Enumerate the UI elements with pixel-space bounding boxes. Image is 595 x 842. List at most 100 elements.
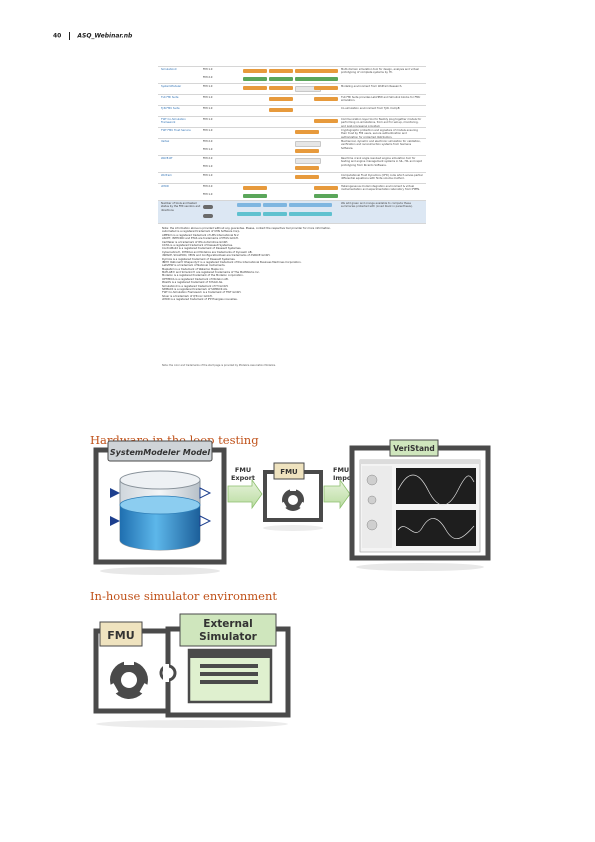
systemmodeler-title: SystemModeler Model bbox=[110, 448, 210, 457]
trademark-notes: Note: the information above is provided … bbox=[158, 224, 426, 305]
tool-name-link[interactable]: WAVE-RT bbox=[161, 157, 173, 160]
support-badge bbox=[295, 69, 319, 73]
fmi-version: FMI 2.0 bbox=[203, 76, 213, 79]
trademark-note: LabVIEW is a trademark of National Instr… bbox=[162, 264, 226, 268]
fmi-version: FMI 2.0 bbox=[203, 140, 213, 143]
support-badge bbox=[269, 108, 293, 112]
tool-name-link[interactable]: TyN FMU Suite bbox=[161, 107, 180, 110]
tool-name-link[interactable]: Wolfram bbox=[161, 174, 172, 177]
tool-name-link[interactable]: TWT Co-Simulation Framework bbox=[161, 118, 186, 125]
support-badge bbox=[314, 69, 338, 73]
trademark-note: MapleSim is a trademark of Waterloo Mapl… bbox=[162, 267, 225, 271]
document-title: ASQ_Webinar.nb bbox=[77, 32, 133, 40]
trademark-note: Dymola is a registered trademark of Dass… bbox=[162, 257, 236, 261]
trademark-note: AMESim is a registered trademark of LMS … bbox=[162, 233, 240, 237]
trademark-note: ASCET, INTECRIO and ETAS are trademarks … bbox=[162, 237, 239, 241]
support-badge bbox=[314, 77, 338, 81]
trademark-note: SIMPACK is a registered trademark of SIM… bbox=[162, 288, 228, 292]
support-badge bbox=[295, 77, 319, 81]
count-badge bbox=[263, 212, 287, 216]
support-badge bbox=[295, 158, 321, 164]
external-label-line1: External bbox=[203, 618, 252, 630]
fmi-version: FMI 1.0 bbox=[203, 107, 213, 110]
tool-name-link[interactable]: SimulationX bbox=[161, 68, 177, 71]
support-badge bbox=[295, 166, 319, 170]
tool-description: Modeling environment from Wolfram Resear… bbox=[341, 85, 403, 88]
count-badge bbox=[237, 212, 261, 216]
count-badge bbox=[289, 212, 313, 216]
support-badge bbox=[295, 175, 319, 179]
trademark-note: IBM® Rational® Rhapsody® is a registered… bbox=[162, 260, 302, 264]
section-title-inhouse: In-house simulator environment bbox=[90, 589, 278, 603]
fmu-block: FMU bbox=[263, 462, 323, 522]
tool-name-link[interactable]: SystemModeler bbox=[161, 85, 182, 88]
external-simulator-box: External Simulator bbox=[159, 613, 291, 718]
fmi-version: FMI 1.0 bbox=[203, 129, 213, 132]
trademark-note: OPTIMICA is a registered trademark of Mo… bbox=[162, 277, 229, 281]
support-badge bbox=[314, 97, 338, 101]
fmi-version: FMI 2.0 bbox=[203, 185, 213, 188]
trademark-note: CarMaker is a trademark of IPG Automotiv… bbox=[162, 240, 229, 244]
count-badge bbox=[308, 212, 332, 216]
tool-name-link[interactable]: Vertex bbox=[161, 140, 170, 143]
tool-name-link[interactable]: TWT FMU Trust Service bbox=[161, 129, 191, 132]
trademark-note: CATIA is a registered trademark of Dassa… bbox=[162, 243, 233, 247]
fmi-version: FMI 1.0 bbox=[203, 96, 213, 99]
tool-name-link[interactable]: TLK FMI Suite bbox=[161, 96, 179, 99]
trademark-note: SimulationX is a registered trademark of… bbox=[162, 284, 229, 288]
support-badge bbox=[295, 149, 319, 153]
trademark-note: Note: the information above is provided … bbox=[162, 227, 331, 230]
table-row: SystemModeler FMI 1.0 Modeling environment… bbox=[158, 84, 426, 95]
support-badge bbox=[243, 86, 267, 90]
fmi-version: FMI 1.0 bbox=[203, 165, 213, 168]
tool-description: Multi-domain simulation tool for design,… bbox=[341, 68, 419, 75]
summary-label: Number of tools and tested status by the… bbox=[161, 202, 201, 212]
fmu-large-gear-icon bbox=[103, 653, 155, 699]
tool-name-link[interactable]: xMOD bbox=[161, 185, 169, 188]
page-number: 40 bbox=[53, 32, 62, 40]
page-header: 40 ASQ_Webinar.nb bbox=[53, 32, 132, 40]
fmu-block-large: FMU bbox=[93, 621, 171, 714]
fmi-tag bbox=[203, 214, 213, 218]
trademark-note: MATLAB® and Simulink® are registered tra… bbox=[162, 271, 260, 275]
tool-description: Mechanical, dynamic and electronic simul… bbox=[341, 140, 421, 150]
trademark-note: Automated is a registered trademark of U… bbox=[162, 230, 241, 234]
support-badge bbox=[243, 186, 267, 190]
fmi-tag bbox=[203, 205, 213, 209]
support-badge bbox=[269, 69, 293, 73]
fmi-version: FMI 2.0 bbox=[203, 157, 213, 160]
tool-description: Real time crank angle resolved engine si… bbox=[341, 157, 422, 167]
veristand-screenshot bbox=[359, 459, 481, 553]
trademark-note: Cybernetica®, DYMOLA and Modelica are tr… bbox=[162, 250, 253, 254]
veristand-label: VeriStand bbox=[393, 444, 435, 453]
fmi-version: FMI 1.0 bbox=[203, 85, 213, 88]
support-badge bbox=[314, 86, 338, 90]
support-badge bbox=[243, 69, 267, 73]
systemmodeler-model-box: SystemModeler Model bbox=[93, 440, 227, 565]
trademark-note: Silver is a trademark of QTronic GmbH. bbox=[162, 294, 213, 298]
tank-icon bbox=[110, 470, 212, 551]
support-badge bbox=[269, 86, 293, 90]
veristand-box: VeriStand bbox=[349, 439, 491, 561]
fmu-label: FMU bbox=[280, 468, 298, 476]
count-badge bbox=[289, 203, 313, 207]
trademark-note: PikeOS is a registered trademark of SYSG… bbox=[162, 281, 224, 285]
fmu-gear-icon bbox=[277, 484, 309, 511]
support-badge bbox=[269, 97, 293, 101]
support-badge bbox=[314, 186, 338, 190]
fmi-version: FMI 1.0 bbox=[203, 68, 213, 71]
trademark-note: ControlBuild is a registered trademark o… bbox=[162, 247, 242, 251]
